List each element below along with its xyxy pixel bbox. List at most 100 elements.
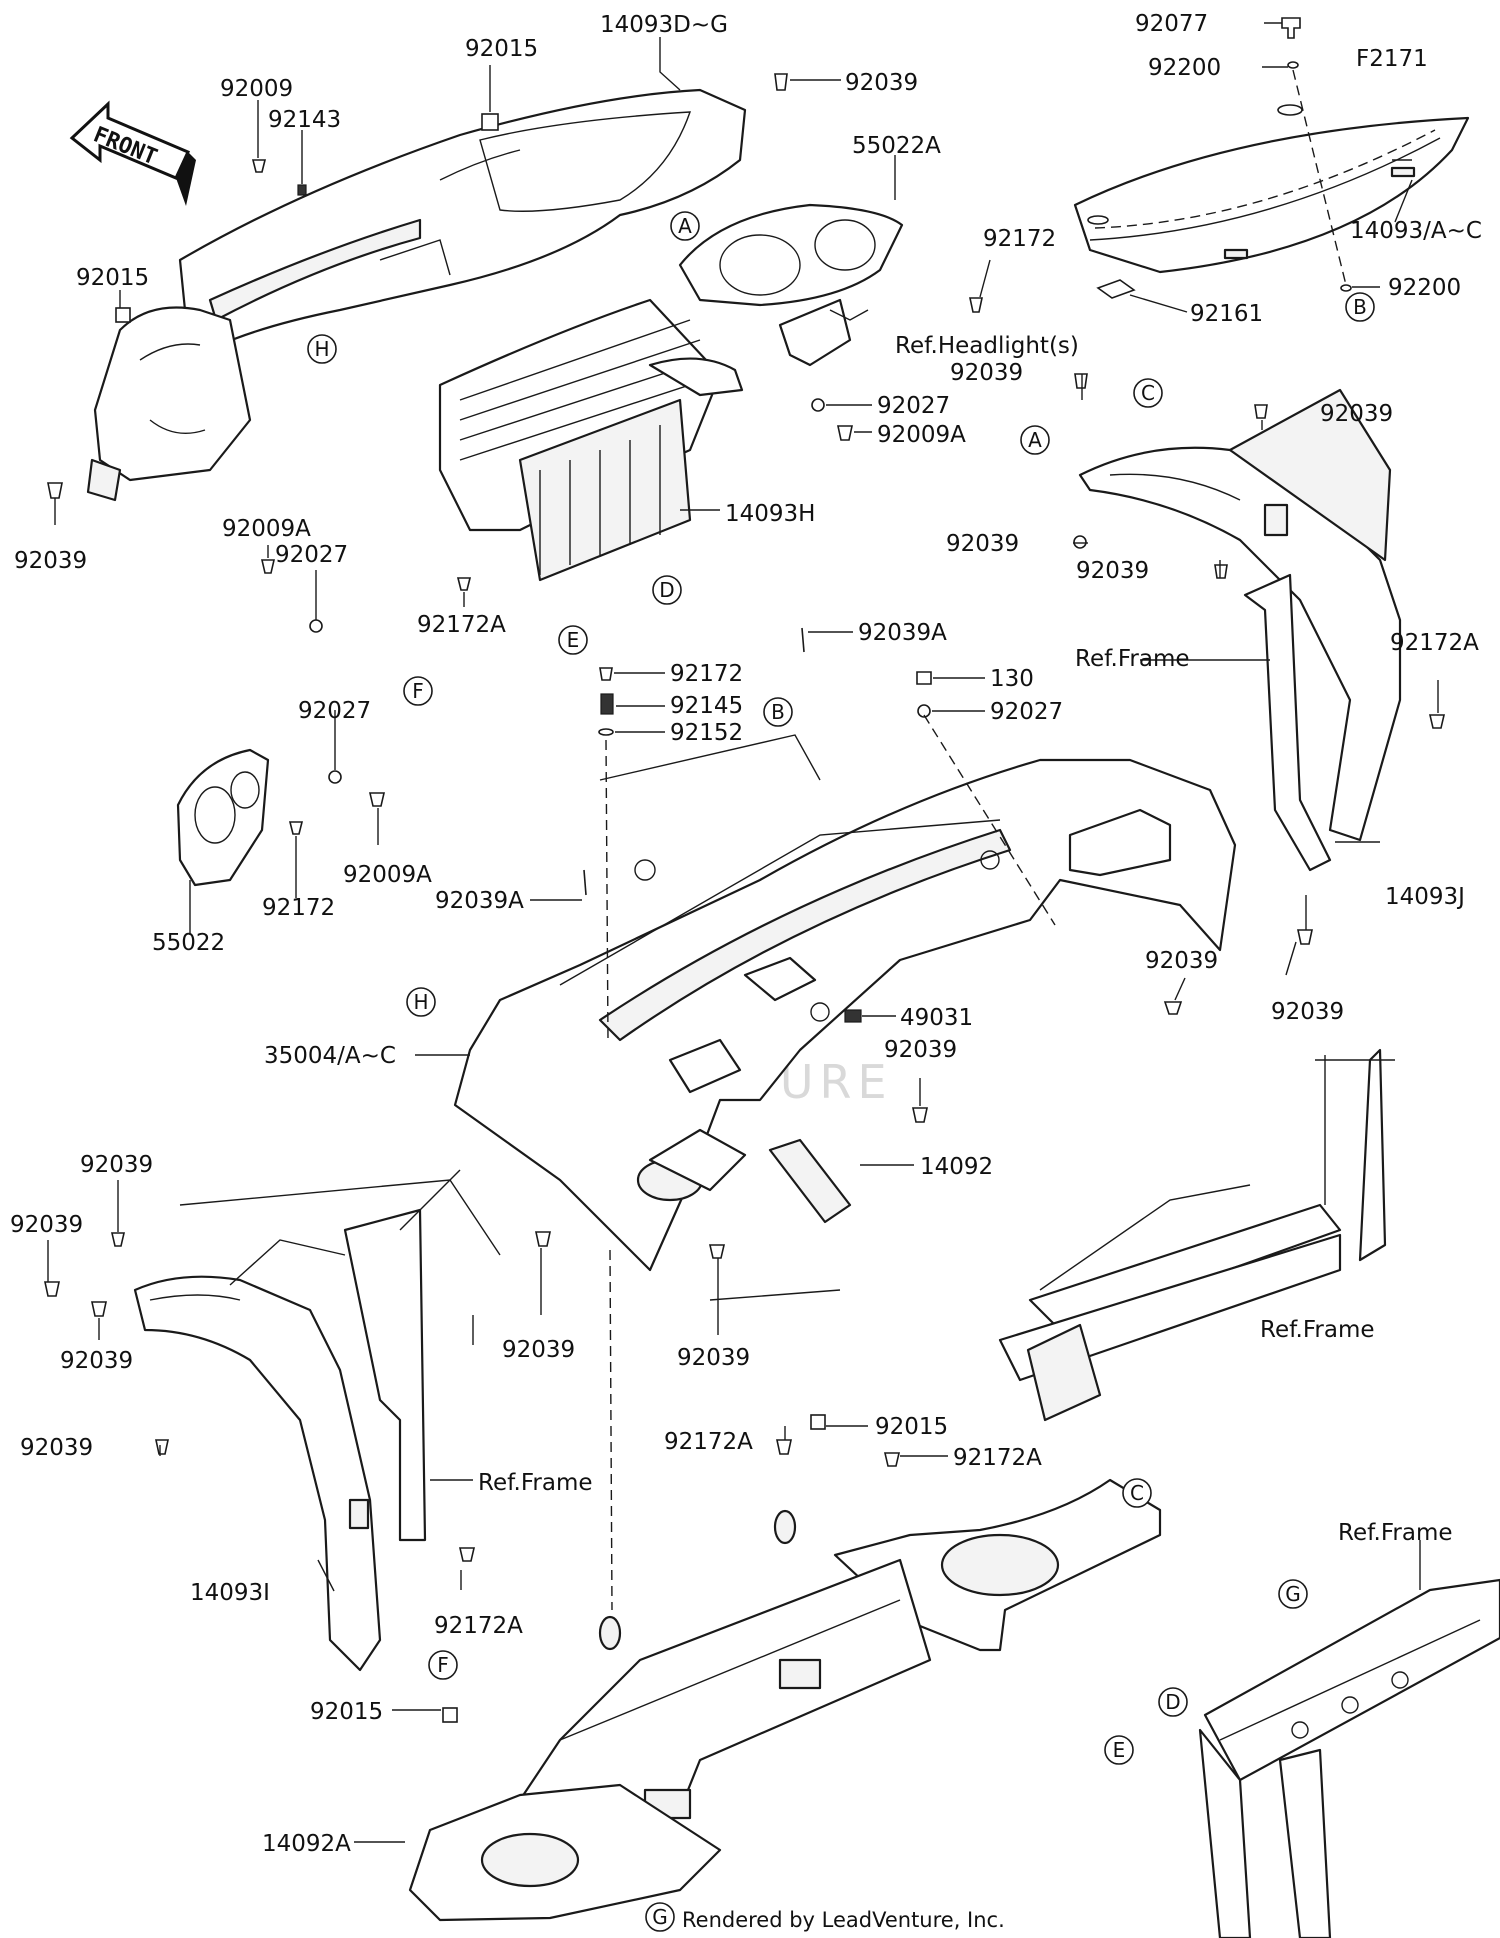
main-dashboard-part <box>453 758 1237 1272</box>
label-92039-fr1: 92039 <box>950 360 1023 386</box>
label-92009a-left: 92009A <box>222 516 311 542</box>
screw-92172A-icon <box>456 577 472 591</box>
label-ref-frame-br: Ref.Frame <box>1338 1520 1453 1546</box>
label-92015-floor: 92015 <box>310 1699 383 1725</box>
label-92039-fr3: 92039 <box>946 531 1019 557</box>
leader-lines <box>47 22 1439 1843</box>
svg-text:B: B <box>771 700 785 724</box>
callout-g1: G <box>1278 1579 1308 1609</box>
screw-92172-icon <box>969 297 983 313</box>
screw-92172A-b-icon <box>1428 714 1446 729</box>
label-130: 130 <box>990 666 1034 692</box>
clip-92039n-icon <box>535 1231 551 1247</box>
clip-92039c-icon <box>1074 373 1088 389</box>
pad-92161-shape <box>1096 279 1136 299</box>
label-92172a-low1: 92172A <box>664 1429 753 1455</box>
washer-92027-icon <box>811 398 825 412</box>
label-92039a-left: 92039A <box>435 888 524 914</box>
grille-part <box>438 298 744 582</box>
center-floor-tunnel <box>518 1509 932 1820</box>
frame-rear-right <box>998 1048 1387 1422</box>
label-92027-left: 92027 <box>275 542 348 568</box>
label-92172-lamp: 92172 <box>262 895 335 921</box>
svg-text:E: E <box>1113 1738 1126 1762</box>
left-lower-fender <box>133 1275 382 1672</box>
label-92152: 92152 <box>670 720 743 746</box>
screw-92172-lamp-icon <box>288 821 304 835</box>
label-ref-frame-left: Ref.Frame <box>478 1470 593 1496</box>
callout-e1: E <box>558 625 588 655</box>
callout-g2: G <box>645 1902 675 1932</box>
screw-92172A-d-icon <box>883 1452 901 1467</box>
svg-text:H: H <box>413 990 428 1014</box>
right-front-fender <box>1078 388 1402 842</box>
clip-92039g-icon <box>1163 1001 1183 1015</box>
washer-92027d-icon <box>328 770 342 784</box>
label-92039-lf1: 92039 <box>80 1152 153 1178</box>
label-92015-left: 92015 <box>76 265 149 291</box>
clip-92039k-icon <box>44 1281 60 1297</box>
clip-92039-icon <box>774 73 788 91</box>
washer-92200b-icon <box>1340 284 1352 292</box>
screw-92009A-b-icon <box>260 559 276 574</box>
headlight-housing-right <box>678 203 904 367</box>
washer-92152-icon <box>598 728 614 736</box>
grommet-92143-icon <box>297 184 307 196</box>
svg-text:G: G <box>652 1905 668 1929</box>
label-ref-headlights: Ref.Headlight(s) <box>895 333 1079 359</box>
screw-92172-center-icon <box>599 667 613 681</box>
clip-92039o-icon <box>708 1244 726 1259</box>
label-92172a-low3: 92172A <box>434 1613 523 1639</box>
svg-text:G: G <box>1285 1582 1301 1606</box>
label-92172-top: 92172 <box>983 226 1056 252</box>
label-14092a: 14092A <box>262 1831 351 1857</box>
svg-text:B: B <box>1353 295 1367 319</box>
svg-text:F: F <box>437 1653 449 1677</box>
headlight-housing-left <box>176 748 270 887</box>
label-92027-center: 92027 <box>990 699 1063 725</box>
clip-92039d-icon <box>1254 404 1268 419</box>
callout-a2: A <box>1020 425 1050 455</box>
label-92027-mid: 92027 <box>877 393 950 419</box>
label-92009a-mid: 92009A <box>877 422 966 448</box>
svg-text:C: C <box>1130 1481 1144 1505</box>
label-92172a-right: 92172A <box>1390 630 1479 656</box>
callout-b1: B <box>1345 292 1375 322</box>
front-left-fender <box>86 306 252 502</box>
label-ref-frame-right: Ref.Frame <box>1075 646 1190 672</box>
frame-upright-right <box>1243 573 1332 872</box>
label-14093-d-g: 14093D~G <box>600 12 728 38</box>
label-92143: 92143 <box>268 107 341 133</box>
svg-text:A: A <box>1028 428 1042 452</box>
label-49031: 49031 <box>900 1005 973 1031</box>
bolt-130-icon <box>916 671 932 685</box>
svg-text:C: C <box>1141 381 1155 405</box>
pin-92039A-icon <box>801 627 805 653</box>
label-diagram-id: F2171 <box>1356 46 1428 72</box>
label-14093i: 14093I <box>190 1580 270 1606</box>
label-55022a: 55022A <box>852 133 941 159</box>
clip-92039f-icon <box>1214 564 1228 579</box>
fasteners-group <box>44 17 1446 1723</box>
label-92172-center: 92172 <box>670 661 743 687</box>
label-92039-fr4: 92039 <box>1076 558 1149 584</box>
pin-92039A-b-icon <box>583 869 587 896</box>
label-92009: 92009 <box>220 76 293 102</box>
label-92039-dash3: 92039 <box>1271 999 1344 1025</box>
label-14092: 14092 <box>920 1154 993 1180</box>
label-55022: 55022 <box>152 930 225 956</box>
label-92039-top: 92039 <box>845 70 918 96</box>
callout-b2: B <box>763 697 793 727</box>
front-upper-panel <box>178 88 747 362</box>
label-92172a-mid: 92172A <box>417 612 506 638</box>
clip-92039m-icon <box>155 1439 169 1455</box>
label-92039-left: 92039 <box>14 548 87 574</box>
callout-h2: H <box>406 987 436 1017</box>
clip-92039j-icon <box>110 1232 126 1247</box>
screw-92172A-e-icon <box>458 1547 476 1562</box>
screw-92009-icon <box>251 159 267 173</box>
clip-92039b-icon <box>47 482 63 499</box>
front-direction-arrow: FRONT <box>69 100 196 206</box>
